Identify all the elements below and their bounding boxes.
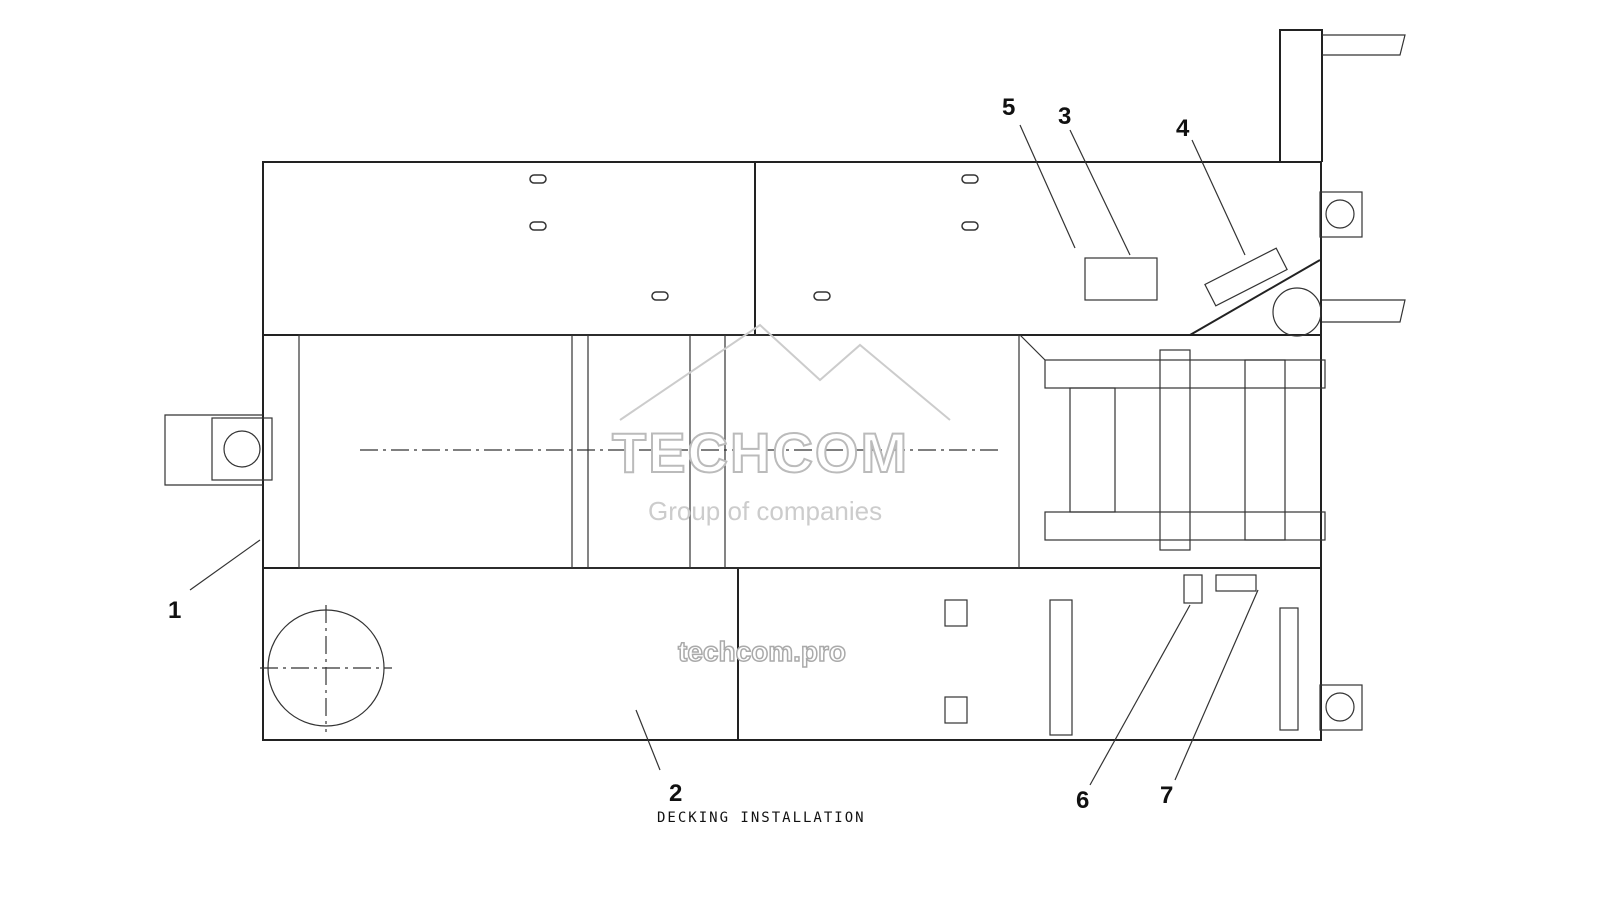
watermark-brand: TECHCOM bbox=[611, 420, 910, 485]
watermark-tagline: Group of companies bbox=[648, 496, 883, 526]
callout-1: 1 bbox=[168, 597, 182, 624]
watermark-site: techcom.pro bbox=[677, 635, 847, 668]
callout-3: 3 bbox=[1058, 103, 1072, 130]
callout-4: 4 bbox=[1176, 115, 1190, 142]
callout-7: 7 bbox=[1160, 782, 1174, 809]
deck-outline bbox=[262, 161, 1322, 741]
callout-5: 5 bbox=[1002, 94, 1016, 121]
callout-6: 6 bbox=[1076, 787, 1090, 814]
callout-2: 2 bbox=[669, 780, 683, 807]
drawing-title: DECKING INSTALLATION bbox=[657, 810, 866, 826]
